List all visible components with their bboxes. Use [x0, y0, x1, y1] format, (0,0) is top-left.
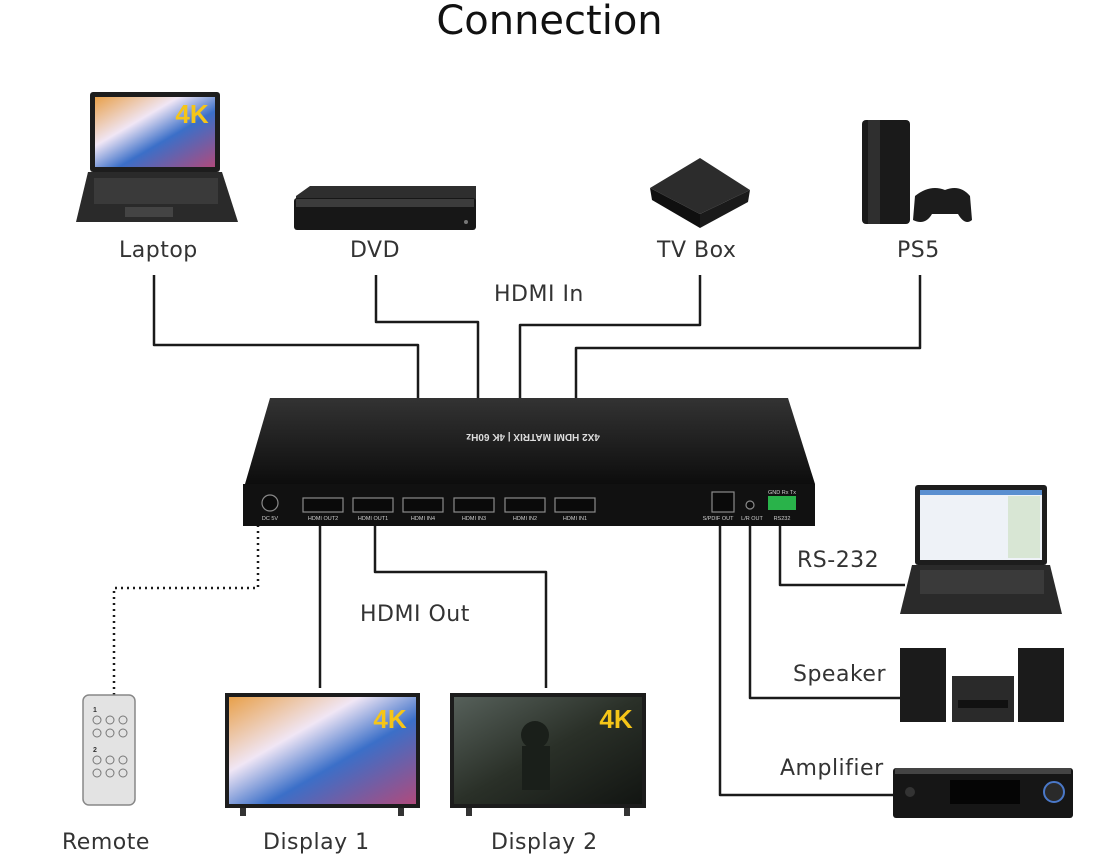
cable-out1-display2	[373, 515, 548, 688]
control-laptop-icon	[900, 485, 1062, 614]
port-label-lr: L/R OUT	[741, 516, 763, 522]
display-1-label: Display 1	[263, 830, 370, 855]
speaker-system-icon	[900, 648, 1064, 722]
display-1-4k-badge: 4K	[373, 704, 406, 734]
port-label-dc: DC 5V	[262, 516, 279, 522]
remote-label: Remote	[62, 830, 150, 855]
port-label-out1: HDMI OUT1	[358, 516, 388, 522]
port-label-spdif: S/PDIF OUT	[703, 516, 735, 522]
lr-out-port	[745, 500, 755, 510]
amplifier-icon	[893, 768, 1073, 818]
hdmi-in2-port	[504, 497, 546, 513]
rs232-terminal	[768, 496, 796, 510]
hdmi-out1-port	[352, 497, 394, 513]
remote-mark-1: 1	[93, 707, 97, 714]
display-2-label: Display 2	[491, 830, 598, 855]
source-label-laptop: Laptop	[119, 238, 198, 263]
cable-remote-ir	[112, 525, 260, 695]
hdmi-out-label: HDMI Out	[360, 602, 470, 627]
remote-control-icon: 1 2	[82, 694, 136, 806]
amplifier-label: Amplifier	[780, 756, 884, 781]
port-label-in2: HDMI IN2	[513, 516, 537, 522]
port-label-out2: HDMI OUT2	[308, 516, 338, 522]
hdmi-matrix-device: 4X2 HDMI MATRIX | 4K 60Hz DC 5V HDMI OUT…	[243, 398, 815, 526]
port-label-rs232: RS232	[774, 516, 791, 522]
hdmi-out2-port	[302, 497, 344, 513]
display-2-icon: 4K	[450, 693, 646, 816]
source-label-ps5: PS5	[897, 238, 940, 263]
hdmi-in4-port	[402, 497, 444, 513]
cable-amplifier	[718, 520, 893, 797]
rs232-label: RS-232	[797, 548, 880, 573]
hdmi-in3-port	[453, 497, 495, 513]
ps5-console-icon	[862, 120, 972, 224]
source-label-tvbox: TV Box	[657, 238, 737, 263]
dvd-player-icon	[294, 186, 476, 230]
port-label-in3: HDMI IN3	[462, 516, 486, 522]
port-label-in1: HDMI IN1	[563, 516, 587, 522]
port-label-in4: HDMI IN4	[411, 516, 435, 522]
spdif-port	[711, 491, 735, 513]
source-label-dvd: DVD	[350, 238, 401, 263]
display-2-4k-badge: 4K	[599, 704, 632, 734]
remote-mark-2: 2	[93, 747, 97, 754]
tv-box-icon	[650, 158, 750, 228]
display-1-icon: 4K	[225, 693, 420, 816]
device-top-text: 4X2 HDMI MATRIX | 4K 60Hz	[466, 431, 600, 442]
rs232-pin-label: GND Rx Tx	[768, 490, 796, 496]
speaker-label: Speaker	[793, 662, 886, 687]
dc-port	[261, 494, 279, 512]
hdmi-in-label: HDMI In	[494, 282, 584, 307]
cable-rs232	[778, 520, 905, 587]
laptop-icon: 4K	[76, 92, 238, 222]
cable-speaker	[748, 520, 905, 700]
hdmi-in1-port	[554, 497, 596, 513]
page-title: Connection	[436, 0, 663, 44]
cables	[112, 275, 922, 797]
laptop-4k-badge: 4K	[175, 99, 208, 129]
